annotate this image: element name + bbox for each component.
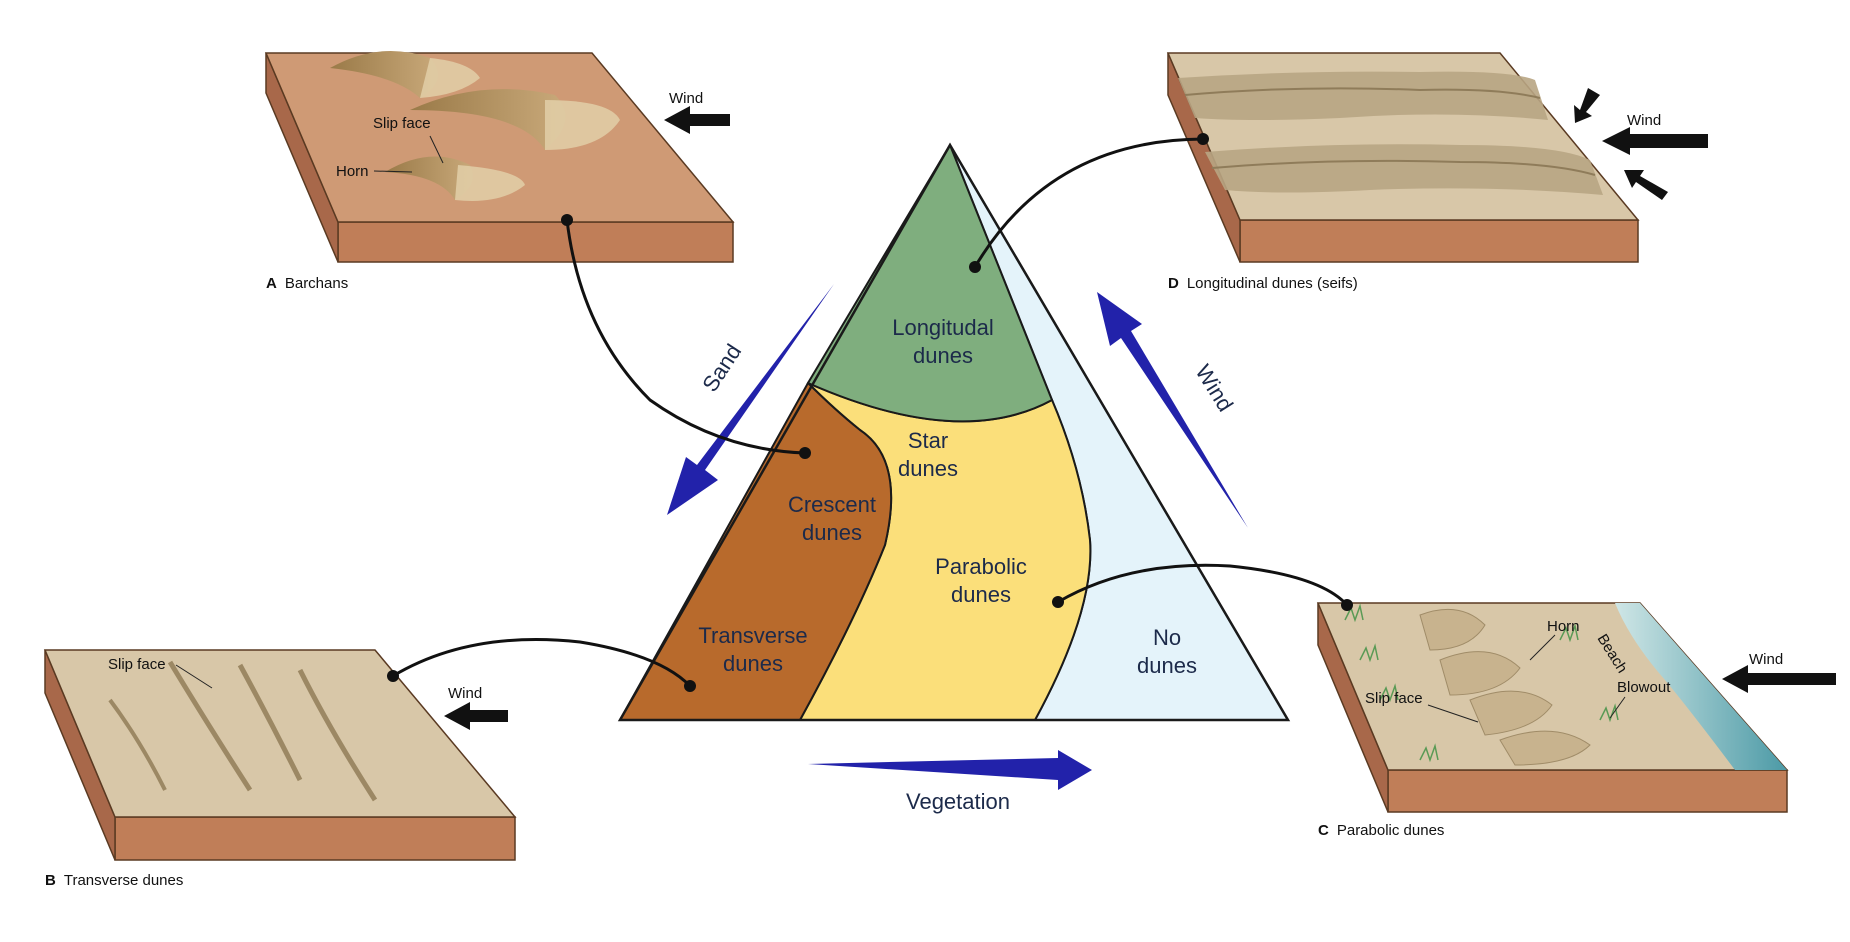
- parabolic-dune: [1469, 690, 1553, 736]
- transverse-ridge: [108, 698, 167, 791]
- barchan-sand-tail: [545, 100, 620, 150]
- blowout-label: Blowout: [1617, 679, 1671, 696]
- vegetation-grass: [1344, 603, 1619, 763]
- transverse-ridge: [297, 668, 378, 802]
- seif-crest: [1211, 159, 1596, 176]
- connector-dot: [969, 261, 981, 273]
- barchan-sand-tail: [455, 165, 525, 201]
- wind-arrow-label: Wind: [1190, 360, 1238, 416]
- wind-label: Wind: [669, 90, 703, 107]
- connector-dot: [1197, 133, 1209, 145]
- horn-label: Horn: [1547, 618, 1580, 635]
- barchan-dune: [330, 50, 438, 98]
- wind-label: Wind: [448, 685, 482, 702]
- connector-dot: [684, 680, 696, 692]
- sand-arrow-label: Sand: [697, 340, 746, 397]
- barchan-dune: [410, 89, 566, 150]
- wind-label: Wind: [1749, 651, 1783, 668]
- block-b-front: [114, 816, 516, 861]
- horn-label: Horn: [336, 163, 369, 180]
- slip-face-label: Slip face: [108, 656, 166, 673]
- connector-dot: [387, 670, 399, 682]
- block-b-top: [43, 649, 517, 818]
- horn-leader: [373, 170, 413, 173]
- parabolic-dune: [1439, 651, 1521, 696]
- block-a-front: [337, 221, 734, 263]
- connector-dot: [799, 447, 811, 459]
- vegetation-arrow-label: Vegetation: [906, 789, 1010, 814]
- vegetation-arrow-shape: [808, 750, 1092, 790]
- slip-face-label: Slip face: [1365, 690, 1423, 707]
- triangle-outline: [617, 142, 1291, 722]
- seif-ridge: [1178, 71, 1548, 120]
- blowout-leader: [1609, 696, 1626, 719]
- block-a-top: [264, 52, 735, 223]
- wind-arrow-icon: [1624, 170, 1668, 200]
- connector-barchans-crescent: [565, 219, 806, 455]
- wind-arrow-icon: [664, 106, 730, 134]
- transverse-ridge: [237, 663, 303, 782]
- connector-dot: [561, 214, 573, 226]
- parabolic-dune: [1419, 608, 1486, 651]
- slip-face-leader: [175, 664, 213, 689]
- connector-parabolic: [1057, 563, 1349, 607]
- parabolic-dune: [1499, 730, 1591, 766]
- barchan-sand-tail: [420, 58, 480, 98]
- beach-water: [1615, 603, 1787, 770]
- slip-face-label: Slip face: [373, 115, 431, 132]
- wind-arrow-icon: [1574, 88, 1600, 123]
- vegetation-trend-arrow: Vegetation: [808, 750, 1092, 814]
- zone-crescent-transverse: [618, 381, 893, 721]
- horn-leader: [1529, 634, 1556, 661]
- wind-arrow-icon: [444, 702, 508, 730]
- zone-longitudal: [806, 142, 1054, 423]
- sand-arrow-shape: [667, 284, 834, 515]
- wind-arrow-icon: [1722, 665, 1836, 693]
- connector-transverse: [392, 638, 692, 688]
- seif-crest: [1184, 87, 1541, 99]
- wind-arrow-shape: [1097, 292, 1248, 528]
- connector-longitudinal-longitudal: [973, 137, 1204, 268]
- barchan-dune: [385, 156, 473, 200]
- block-d-front: [1239, 219, 1639, 263]
- connector-dot: [1052, 596, 1064, 608]
- transverse-ridge: [167, 660, 253, 792]
- wind-arrow-icon: [1602, 127, 1708, 155]
- connectors: [387, 133, 1353, 692]
- wind-label: Wind: [1627, 112, 1661, 129]
- block-c-front: [1387, 769, 1788, 813]
- connector-dot: [1341, 599, 1353, 611]
- slip-face-leader: [1427, 704, 1479, 723]
- seif-ridge: [1205, 144, 1603, 195]
- slip-face-leader: [429, 135, 444, 164]
